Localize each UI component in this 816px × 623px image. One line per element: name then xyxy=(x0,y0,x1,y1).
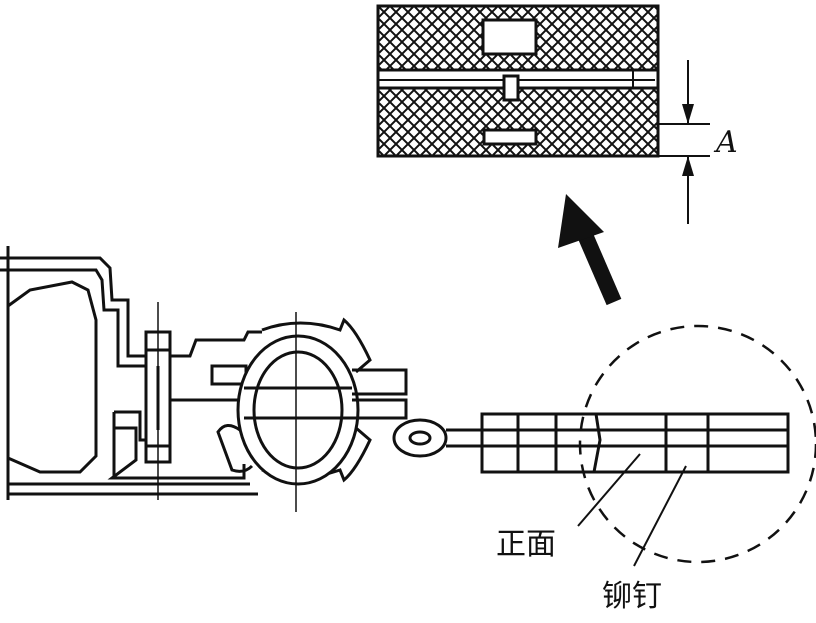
tongue-plate xyxy=(480,412,790,474)
detail-arrow xyxy=(558,194,622,306)
dimension-a xyxy=(658,60,710,224)
front-face-label: 正面 xyxy=(496,527,556,562)
lower-slot xyxy=(482,128,538,146)
tongue-eye xyxy=(392,418,448,458)
dimension-label: A xyxy=(716,125,738,160)
rivet-leader xyxy=(633,465,687,567)
crank-ring-outer xyxy=(236,334,360,486)
crank-ring-inner xyxy=(252,350,344,470)
detail-circle xyxy=(578,324,816,564)
front-face-leader xyxy=(577,453,641,527)
rivet-head-section xyxy=(502,74,520,102)
section-detail xyxy=(376,4,710,224)
rivet-label: 铆钉 xyxy=(602,579,662,614)
upper-slot xyxy=(481,18,538,56)
gun-body xyxy=(0,246,482,512)
